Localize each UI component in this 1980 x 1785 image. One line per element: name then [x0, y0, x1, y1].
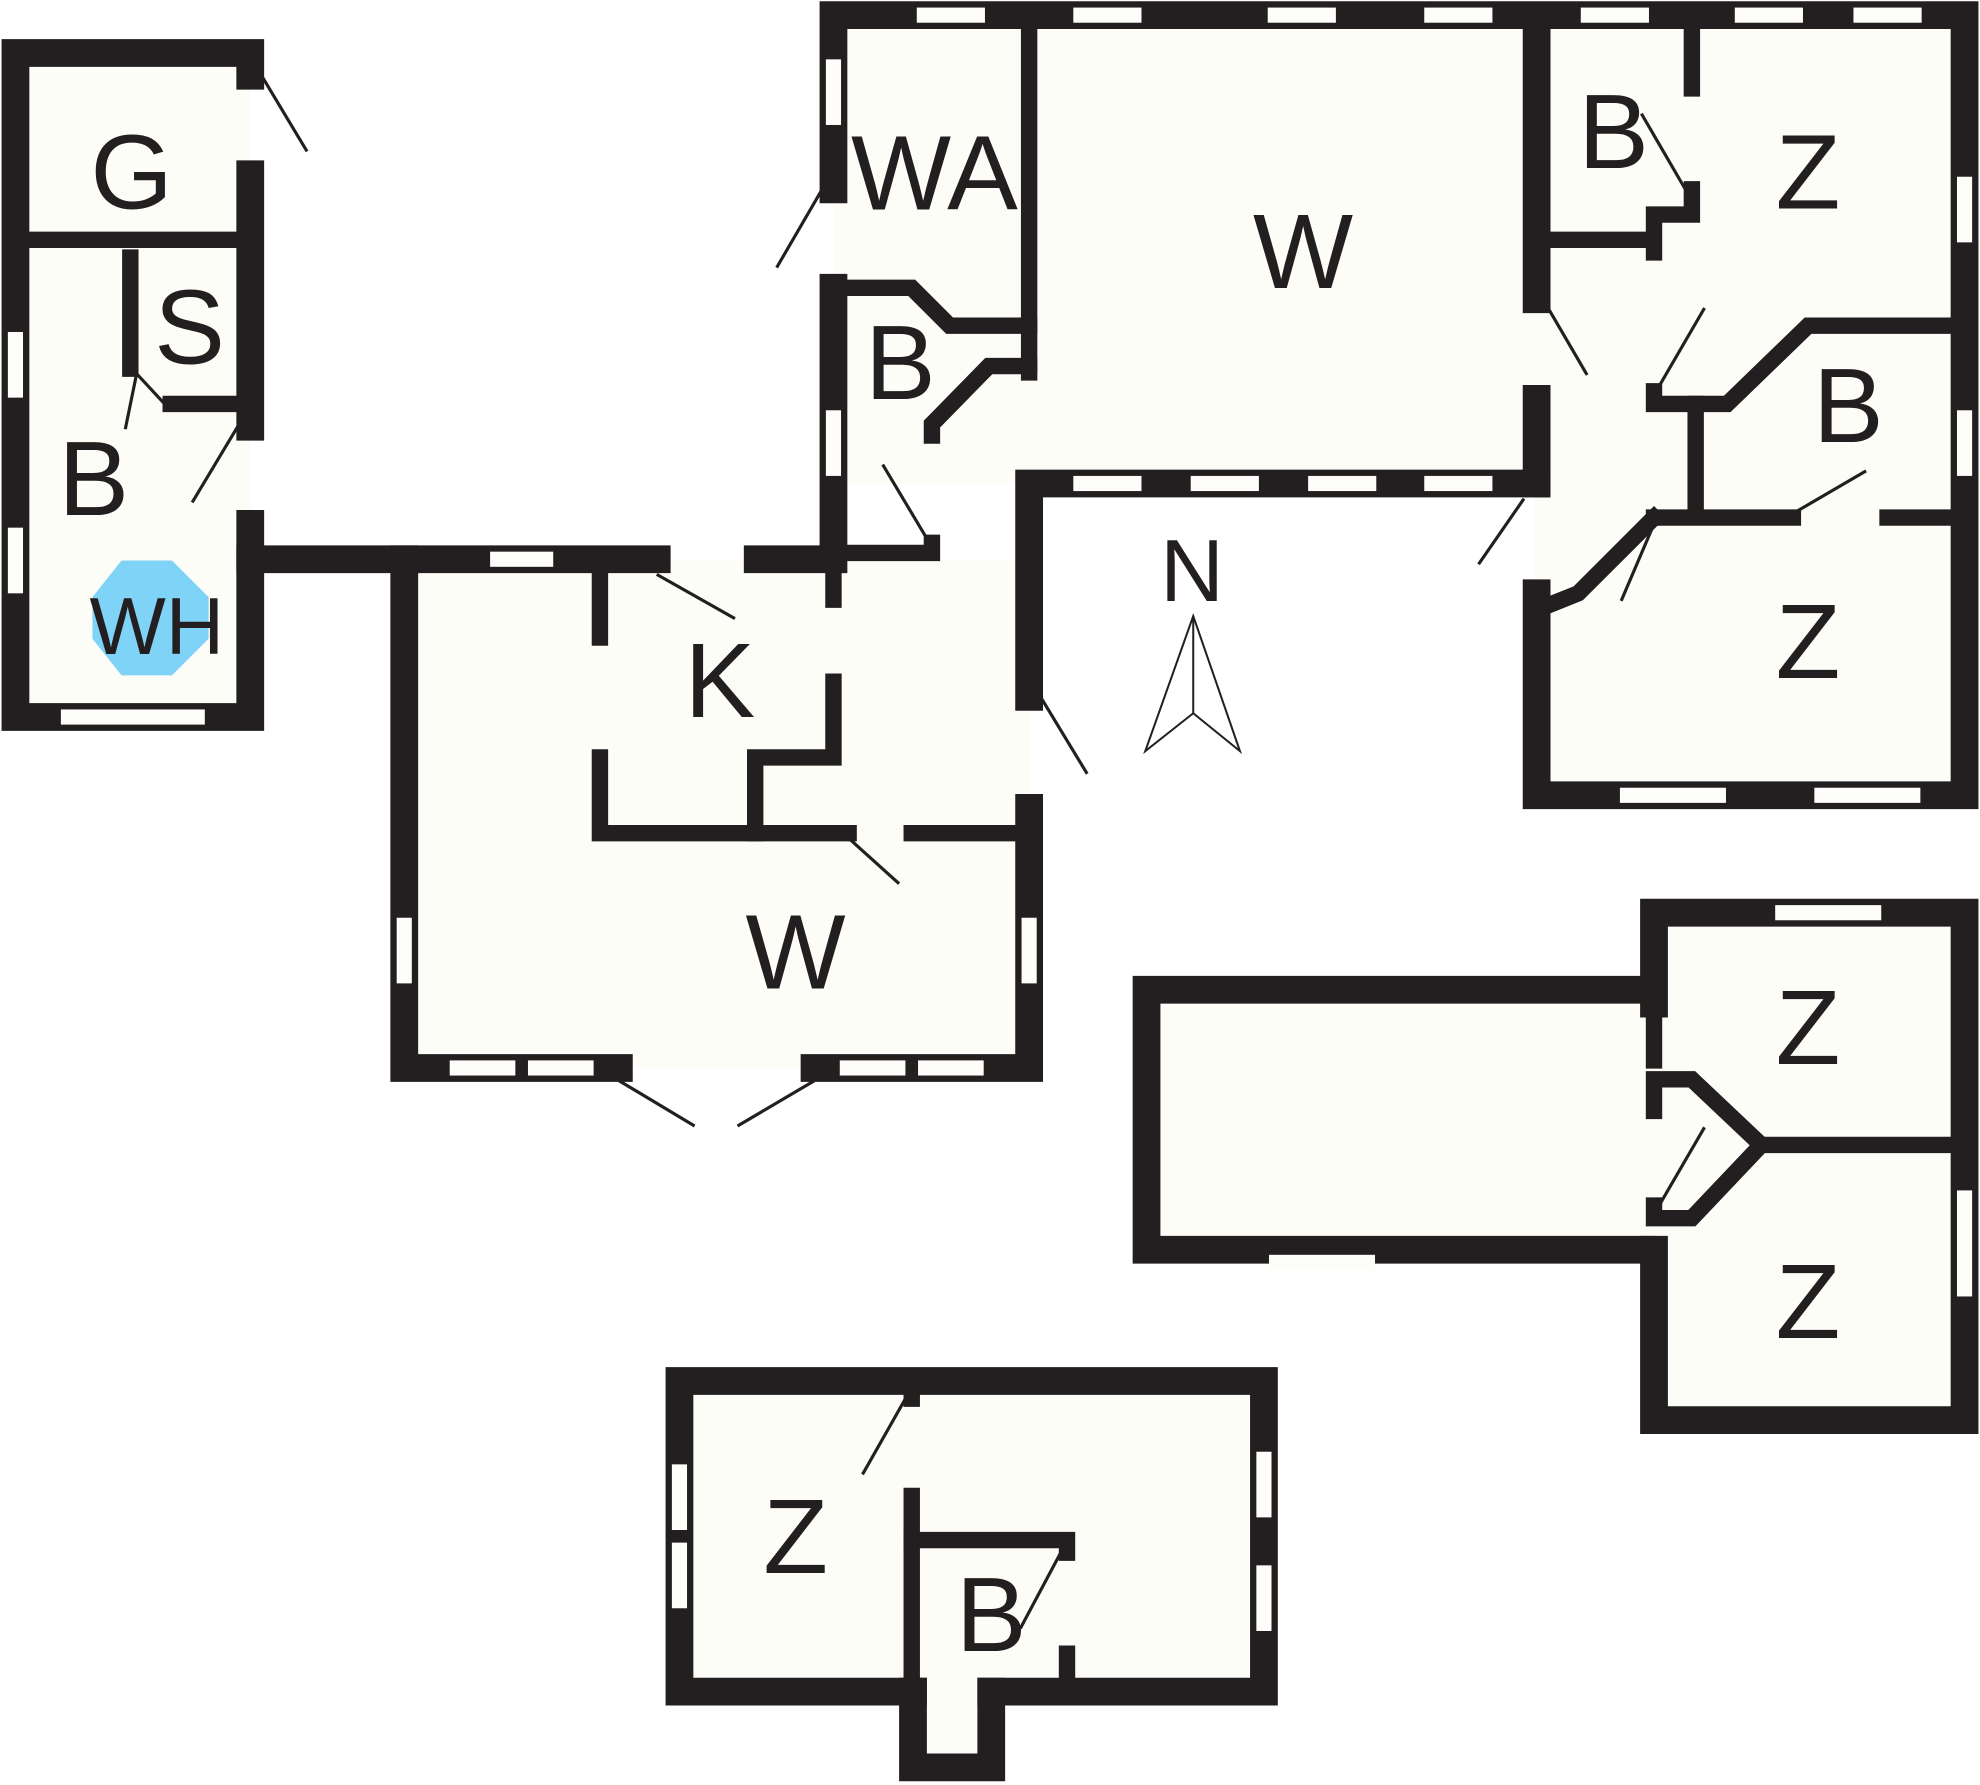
- room-label-w: W: [1253, 193, 1353, 311]
- room-label-b: B: [1813, 347, 1884, 465]
- room-label-z: Z: [1776, 1243, 1841, 1361]
- room-label-k: K: [684, 622, 755, 740]
- room-label-b: B: [865, 304, 936, 422]
- door-swings: [123, 74, 1867, 1630]
- room-label-wh: WH: [90, 582, 225, 672]
- room-label-s: S: [154, 269, 225, 387]
- room-label-z: Z: [763, 1478, 828, 1596]
- room-label-g: G: [90, 113, 172, 231]
- water-heater-icon: [92, 560, 209, 676]
- room-label-z: Z: [1776, 583, 1841, 701]
- room-label-w: W: [746, 893, 846, 1011]
- room-label-wa: WA: [851, 115, 1018, 233]
- room-label-z: Z: [1776, 969, 1841, 1087]
- room-label-b: B: [58, 420, 129, 538]
- north-arrow-icon: [1143, 612, 1243, 755]
- windows: [7, 7, 1973, 1631]
- room-label-z: Z: [1776, 113, 1841, 231]
- room-label-b: B: [956, 1556, 1027, 1674]
- floors: [15, 15, 1965, 1768]
- room-label-b: B: [1578, 73, 1649, 191]
- north-label: N: [1160, 521, 1224, 620]
- interior-walls: [21, 19, 1961, 1688]
